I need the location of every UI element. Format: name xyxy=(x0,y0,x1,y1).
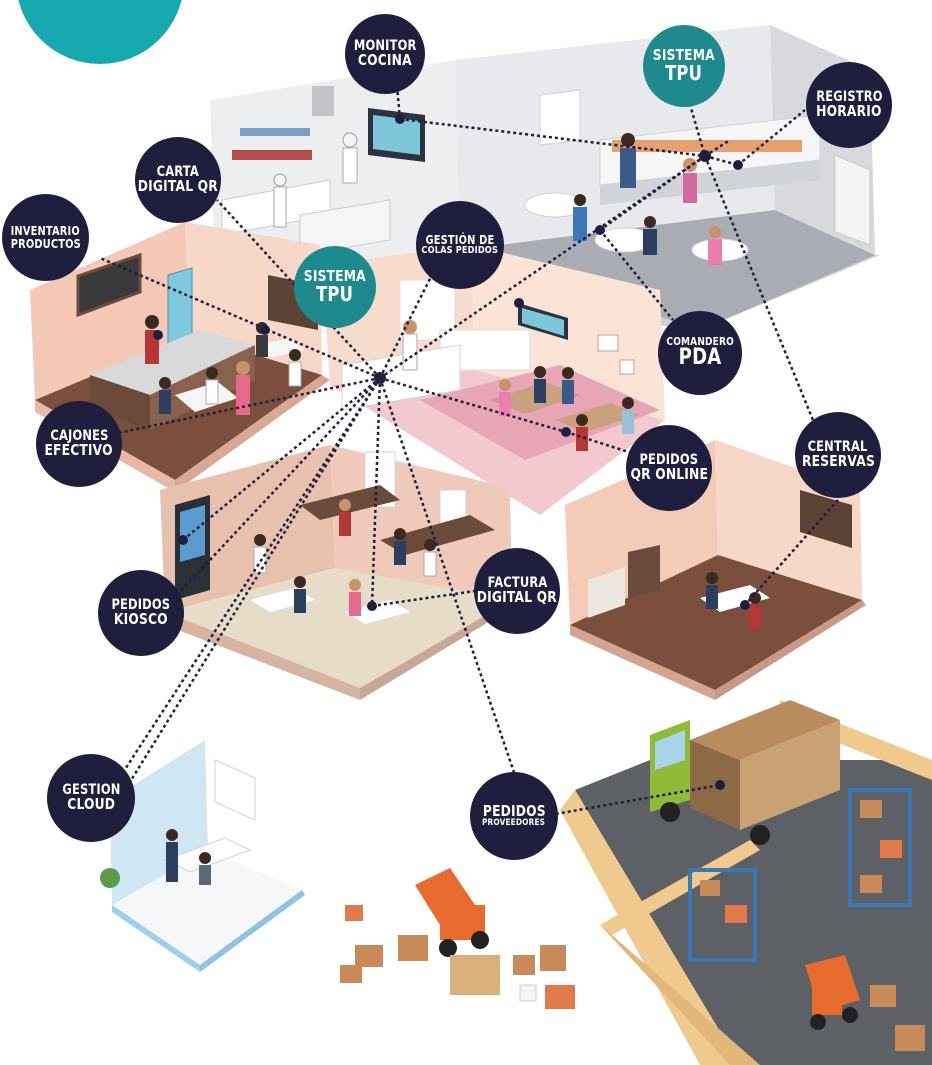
dining-room xyxy=(322,245,665,515)
connector-registro xyxy=(737,109,806,166)
node-line2: COLAS PEDIDOS xyxy=(421,245,499,257)
node-line2: CLOUD xyxy=(67,795,115,814)
connector-dot xyxy=(178,535,188,545)
node-line2: EFECTIVO xyxy=(44,441,114,460)
node-line2: PROVEEDORES xyxy=(482,818,546,829)
node-line1: REGISTRO xyxy=(815,89,883,106)
connector-cloud-2 xyxy=(123,377,382,791)
node-line1: CARTA xyxy=(156,164,200,181)
connector-dot xyxy=(699,150,711,162)
connector-dot xyxy=(733,160,743,170)
node-line2: HORARIO xyxy=(816,102,882,121)
node-line2: QR ONLINE xyxy=(630,465,708,484)
connector-colas xyxy=(378,238,452,379)
connector-dot xyxy=(153,330,163,340)
connector-dot xyxy=(561,427,571,437)
node-line1: PEDIDOS xyxy=(482,801,546,820)
node-line1: GESTION xyxy=(61,782,121,799)
office-room xyxy=(100,740,305,972)
node-line1: SISTEMA xyxy=(652,46,715,65)
connector-tpu-label xyxy=(686,97,707,157)
node-line2: TPU xyxy=(316,282,354,307)
connector-central xyxy=(703,155,817,426)
node-line1: CAJONES xyxy=(49,428,109,445)
connector-dot xyxy=(260,325,270,335)
connector-cajones xyxy=(117,376,381,435)
connector-proveedores xyxy=(378,377,522,791)
node-line1: FACTURA xyxy=(487,575,547,592)
connector-inventario xyxy=(99,256,381,380)
connector-tpu-dot xyxy=(704,138,731,158)
node-line2: PRODUCTOS xyxy=(10,236,81,251)
node-line2: PDA xyxy=(678,345,722,371)
node-line1: INVENTARIO xyxy=(10,224,81,239)
connector-dot xyxy=(715,780,725,790)
connector-kiosco-panel xyxy=(182,377,381,541)
connector-dot xyxy=(367,601,377,611)
connector-comandero xyxy=(599,229,674,321)
node-line1: GESTIÓN DE xyxy=(425,232,495,247)
warehouse xyxy=(560,700,932,1065)
connector-kiosco xyxy=(164,377,381,609)
corner-accent-circle xyxy=(18,0,182,64)
connector-dot xyxy=(395,114,405,124)
connector-factura xyxy=(371,589,476,608)
node-line1: CENTRAL xyxy=(808,439,868,456)
node-line1: COMANDERO xyxy=(666,335,734,349)
node-line2: COCINA xyxy=(358,51,412,70)
connector-dot xyxy=(595,225,605,235)
connector-reservas xyxy=(744,499,839,606)
connector-qr-online-dot xyxy=(379,376,567,434)
connector-dot xyxy=(514,298,524,308)
connector-dot xyxy=(374,372,386,384)
node-line2: TPU xyxy=(665,61,703,86)
node-line2: DIGITAL QR xyxy=(137,177,219,196)
connector-factura-dot xyxy=(370,377,382,607)
node-line1: PEDIDOS xyxy=(111,597,171,614)
node-line2: KIOSCO xyxy=(114,610,168,629)
forklift-boxes xyxy=(340,868,575,1009)
node-line2: DIGITAL QR xyxy=(476,588,558,607)
kiosk-dining-room xyxy=(160,445,515,700)
node-line1: PEDIDOS xyxy=(639,452,699,469)
connector-dot xyxy=(740,600,750,610)
node-line1: SISTEMA xyxy=(303,267,366,286)
connector-dots xyxy=(153,114,750,790)
connector-truck xyxy=(549,783,721,817)
node-line1: MONITOR xyxy=(353,38,417,55)
node-line2: RESERVAS xyxy=(801,452,875,471)
